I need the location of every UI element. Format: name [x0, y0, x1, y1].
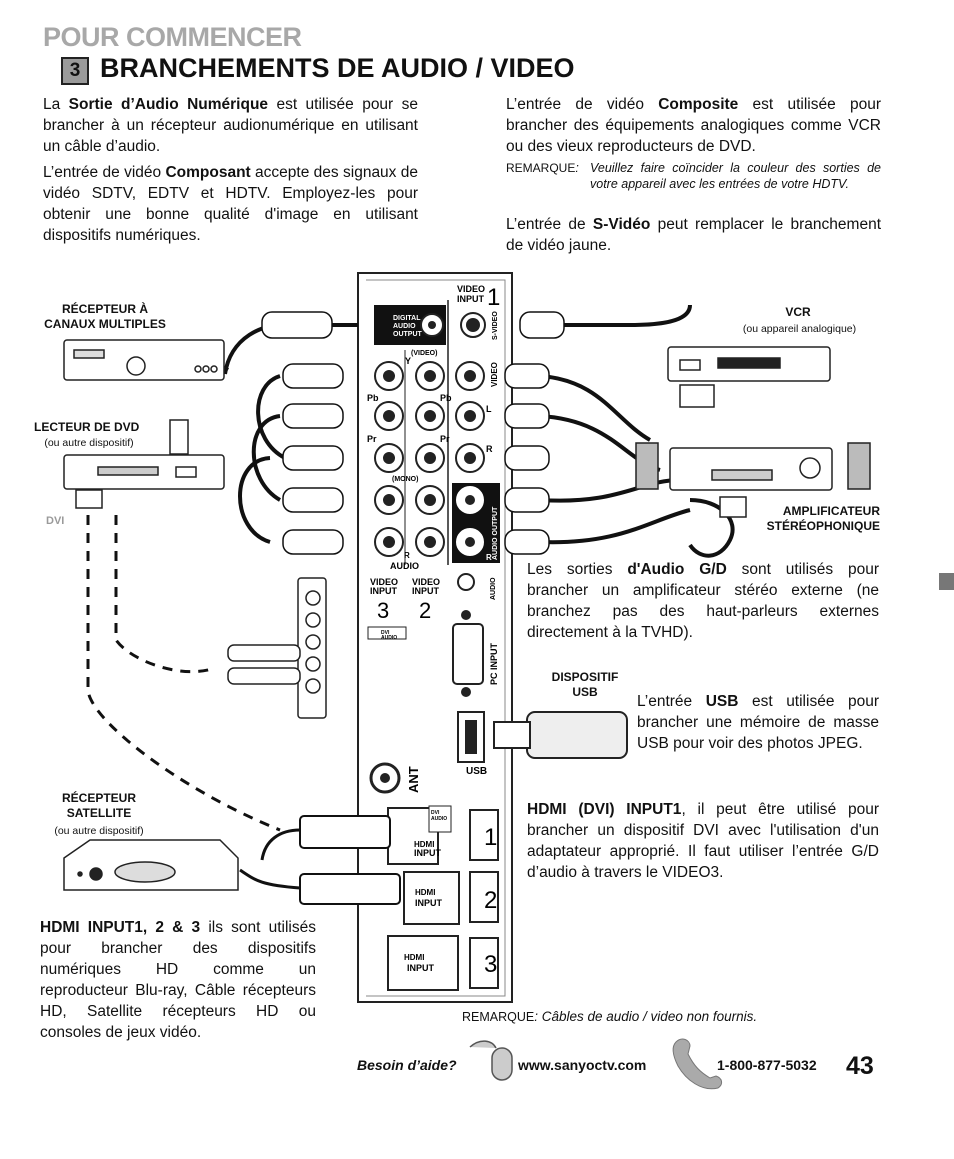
svg-text:(VIDEO): (VIDEO)	[411, 350, 437, 357]
svg-text:3: 3	[377, 598, 389, 623]
multichannel-receiver	[63, 339, 225, 381]
svg-text:DIGITAL: DIGITAL	[393, 315, 421, 322]
svg-text:VIDEO: VIDEO	[457, 284, 485, 294]
svg-text:INPUT: INPUT	[370, 586, 398, 596]
rca-jack-grid	[374, 361, 485, 557]
svg-text:Y: Y	[405, 356, 411, 366]
cables-remark: REMARQUE: Câbles de audio / video non fo…	[462, 1009, 758, 1024]
receiver-label: RÉCEPTEUR À CANAUX MULTIPLES	[44, 302, 166, 331]
vcr	[667, 346, 831, 408]
pc-input-port	[452, 623, 484, 685]
svg-text:L: L	[486, 404, 492, 414]
svg-text:AUDIO: AUDIO	[381, 635, 397, 641]
svg-text:AUDIO: AUDIO	[490, 577, 497, 600]
hdmi-dvi-paragraph: HDMI (DVI) INPUT1, il peut être utilisé …	[527, 801, 880, 881]
component-paragraph: L’entrée de vidéo Composant accepte des …	[43, 164, 419, 244]
side-tab-marker	[939, 573, 954, 590]
dvd-label: LECTEUR DE DVD	[34, 420, 140, 434]
svg-text:HDMI: HDMI	[415, 888, 435, 897]
svg-text:AUDIO: AUDIO	[431, 816, 447, 822]
svg-text:AUDIO: AUDIO	[390, 561, 419, 571]
svg-text:AUDIO: AUDIO	[393, 323, 416, 330]
satellite-receiver	[63, 839, 239, 891]
svg-text:OUTPUT: OUTPUT	[393, 331, 423, 338]
svg-text:AUDIO OUTPUT: AUDIO OUTPUT	[492, 506, 499, 560]
help-text: Besoin d’aide?	[357, 1057, 457, 1073]
svg-text:INPUT: INPUT	[414, 848, 442, 858]
svg-text:R: R	[404, 551, 410, 560]
svg-text:USB: USB	[466, 766, 487, 777]
rca-plugs	[261, 311, 565, 555]
svg-text:VIDEO: VIDEO	[370, 577, 398, 587]
svg-text:VIDEO: VIDEO	[412, 577, 440, 587]
section-title: POUR COMMENCER	[43, 22, 302, 52]
hdmi-3-port	[387, 935, 459, 991]
satellite-label: RÉCEPTEUR SATELLITE	[61, 791, 136, 820]
page-number: 43	[846, 1052, 874, 1080]
svideo-paragraph: L’entrée de S-Vidéo peut remplacer le br…	[506, 216, 881, 254]
cables	[209, 304, 735, 558]
svg-text:1: 1	[487, 284, 500, 311]
svg-text:HDMI: HDMI	[414, 840, 434, 849]
satellite-sublabel: (ou autre dispositif)	[54, 825, 144, 837]
svg-text:1: 1	[484, 824, 497, 851]
svg-text:INPUT: INPUT	[412, 586, 440, 596]
svg-text:Pb: Pb	[367, 393, 379, 403]
phone-number: 1-800-877-5032	[717, 1057, 817, 1073]
svg-text:Pr: Pr	[367, 434, 377, 444]
svg-text:R: R	[486, 444, 493, 454]
svg-text:PC INPUT: PC INPUT	[489, 642, 499, 685]
composite-paragraph: L’entrée de vidéo Composite est utilisée…	[506, 96, 881, 155]
website-link[interactable]: www.sanyoctv.com	[518, 1057, 647, 1073]
page-title: BRANCHEMENTS DE AUDIO / VIDEO	[100, 53, 575, 83]
svg-text:S-VIDEO: S-VIDEO	[492, 311, 499, 340]
svg-text:INPUT: INPUT	[407, 963, 435, 973]
svg-text:Pb: Pb	[440, 393, 452, 403]
svg-text:DVI: DVI	[381, 630, 390, 636]
dvd-player	[63, 419, 225, 509]
usb-paragraph: L’entrée USB est utilisée pour brancher …	[637, 693, 879, 752]
digital-audio-paragraph: La Sortie d’Audio Numérique est utilisée…	[43, 96, 418, 155]
stereo-amplifier	[635, 442, 871, 518]
phone-icon	[672, 1038, 723, 1090]
svg-text:3: 3	[484, 951, 497, 978]
hdmi-plug-2	[299, 873, 401, 905]
svg-text:INPUT: INPUT	[457, 294, 485, 304]
vcr-label: VCR	[785, 305, 811, 319]
satellite-cables	[239, 828, 301, 890]
dashed-cables	[86, 515, 281, 832]
usb-stick	[493, 711, 628, 759]
svg-text:Pr: Pr	[440, 434, 450, 444]
svg-text:HDMI: HDMI	[404, 953, 424, 962]
mouse-icon	[469, 1040, 513, 1081]
svg-text:ANT: ANT	[406, 766, 421, 793]
svg-text:2: 2	[484, 887, 497, 914]
svg-text:INPUT: INPUT	[415, 898, 443, 908]
svg-text:2: 2	[419, 598, 431, 623]
dvd-sublabel: (ou autre dispositif)	[44, 437, 134, 449]
step-number-badge: 3	[61, 57, 89, 85]
dvi-label: DVI	[46, 515, 65, 527]
svg-text:(MONO): (MONO)	[392, 476, 418, 483]
side-av-panel	[227, 577, 327, 719]
svg-text:VIDEO: VIDEO	[490, 362, 499, 387]
usb-device-label: DISPOSITIF USB	[551, 670, 619, 699]
vcr-sublabel: (ou appareil analogique)	[742, 323, 857, 335]
hdmi-2-port	[403, 871, 460, 925]
hdmi-plug-1	[299, 815, 391, 849]
amplifier-label: AMPLIFICATEUR STÉRÉOPHONIQUE	[766, 504, 880, 533]
audio-output-paragraph: Les sorties d'Audio G/D sont utilisés po…	[527, 561, 879, 641]
color-remark: REMARQUE: Veuillez faire coïncider la co…	[506, 161, 881, 191]
svg-text:R: R	[486, 553, 492, 562]
svg-text:DVI: DVI	[431, 810, 440, 816]
hdmi-paragraph: HDMI INPUT1, 2 & 3 ils sont utilisés pou…	[40, 919, 316, 1041]
